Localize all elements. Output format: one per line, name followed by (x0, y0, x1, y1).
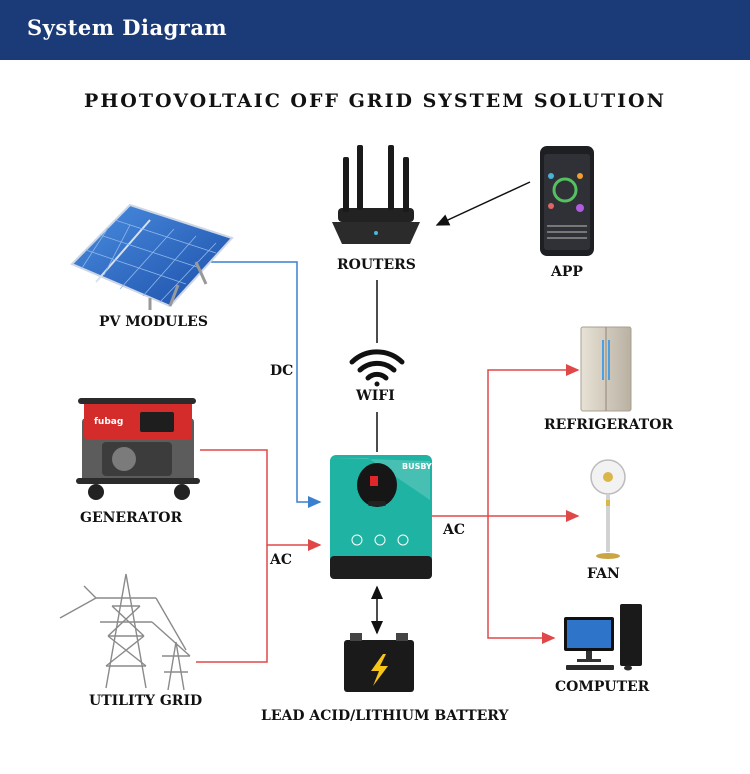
label-refrigerator: REFRIGERATOR (544, 417, 674, 433)
label-pv-modules: PV MODULES (99, 314, 208, 330)
label-dc: DC (270, 363, 294, 379)
label-routers: ROUTERS (337, 257, 416, 273)
app-router-arrow (435, 181, 531, 226)
refrigerator-icon (580, 326, 632, 412)
label-app: APP (551, 264, 583, 280)
generator-ac-line (200, 449, 322, 551)
dc-line (200, 261, 322, 508)
grid-ac-line (196, 545, 268, 663)
label-utility-grid: UTILITY GRID (89, 693, 203, 709)
phone-app-icon (540, 146, 594, 256)
label-generator: GENERATOR (80, 510, 183, 526)
generator-brand-text: fubag (94, 417, 123, 427)
power-tower-icon (59, 573, 191, 691)
computer-line (487, 516, 556, 644)
battery-icon (344, 633, 414, 692)
label-battery: LEAD ACID/LITHIUM BATTERY (261, 708, 509, 724)
header-title: System Diagram (27, 15, 228, 40)
diagram-title: PHOTOVOLTAIC OFF GRID SYSTEM SOLUTION (84, 90, 666, 112)
solar-panel-icon (70, 203, 234, 310)
header-bar: System Diagram (0, 0, 750, 60)
label-ac-output: AC (443, 522, 466, 538)
fan-icon (590, 459, 626, 559)
connections (196, 181, 580, 663)
router-icon (332, 145, 420, 244)
inverter-device-icon: BUSBYR (330, 455, 438, 579)
wifi-icon (349, 349, 405, 387)
computer-icon (564, 604, 642, 671)
label-fan: FAN (587, 566, 620, 582)
label-computer: COMPUTER (555, 679, 650, 695)
refrigerator-line (487, 364, 580, 516)
label-wifi: WIFI (356, 388, 395, 404)
label-ac-input: AC (270, 552, 293, 568)
generator-icon: fubag (76, 398, 200, 500)
inverter-brand-text: BUSBYR (402, 462, 438, 471)
